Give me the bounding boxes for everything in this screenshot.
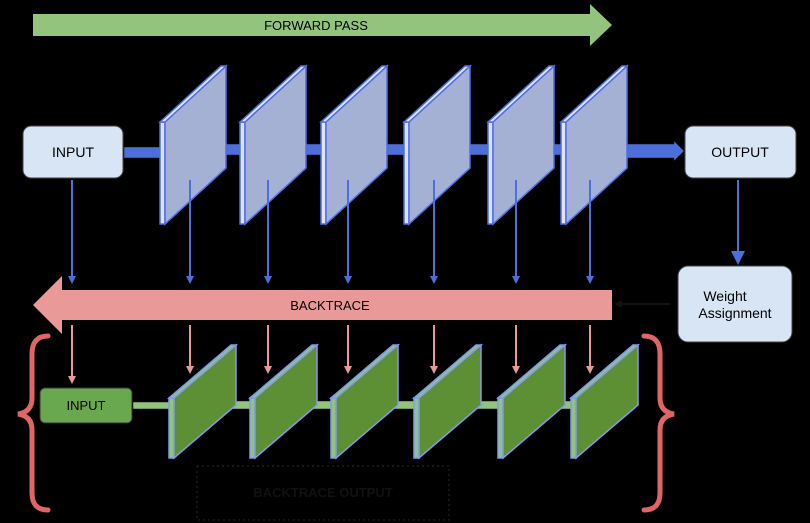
weight-label-line2: Assignment [698,305,771,321]
forward-pass-arrow: FORWARD PASS [33,4,612,46]
forward-layer-5 [486,64,556,226]
forward-layer-3 [319,64,389,226]
backtrace-layer-5 [495,343,568,460]
left-brace [17,333,51,513]
forward-layer-6 [559,64,629,226]
backtrace-layer-1 [166,343,239,460]
forward-layers [158,64,629,226]
forward-pass-label: FORWARD PASS [264,18,368,33]
backtrace-arrow: BACKTRACE [33,276,612,334]
backtrace-layer-3 [328,343,401,460]
forward-layer-4 [402,64,472,226]
backtrace-output-label: BACKTRACE OUTPUT [253,485,392,500]
backtrace-layer-2 [247,343,320,460]
top-input-node: INPUT [22,125,124,179]
backtrace-layer-4 [411,343,484,460]
top-output-label: OUTPUT [711,144,769,160]
backtrace-label: BACKTRACE [290,298,370,313]
bottom-input-label: INPUT [67,398,106,413]
backtrace-down-arrows [68,325,594,384]
right-brace [641,333,675,513]
top-output-node: OUTPUT [684,125,797,179]
backtrace-layers [166,343,641,460]
bottom-input-node: INPUT [39,387,133,424]
weight-label-line1: Weight [703,288,746,304]
top-input-label: INPUT [52,144,94,160]
backtrace-output-box: BACKTRACE OUTPUT [196,465,450,521]
weight-assignment-node: Weight Assignment [677,265,793,343]
backtrace-layer-6 [568,343,641,460]
forward-layer-1 [158,64,228,226]
forward-layer-2 [238,64,308,226]
gradient-down-arrows [68,180,594,284]
